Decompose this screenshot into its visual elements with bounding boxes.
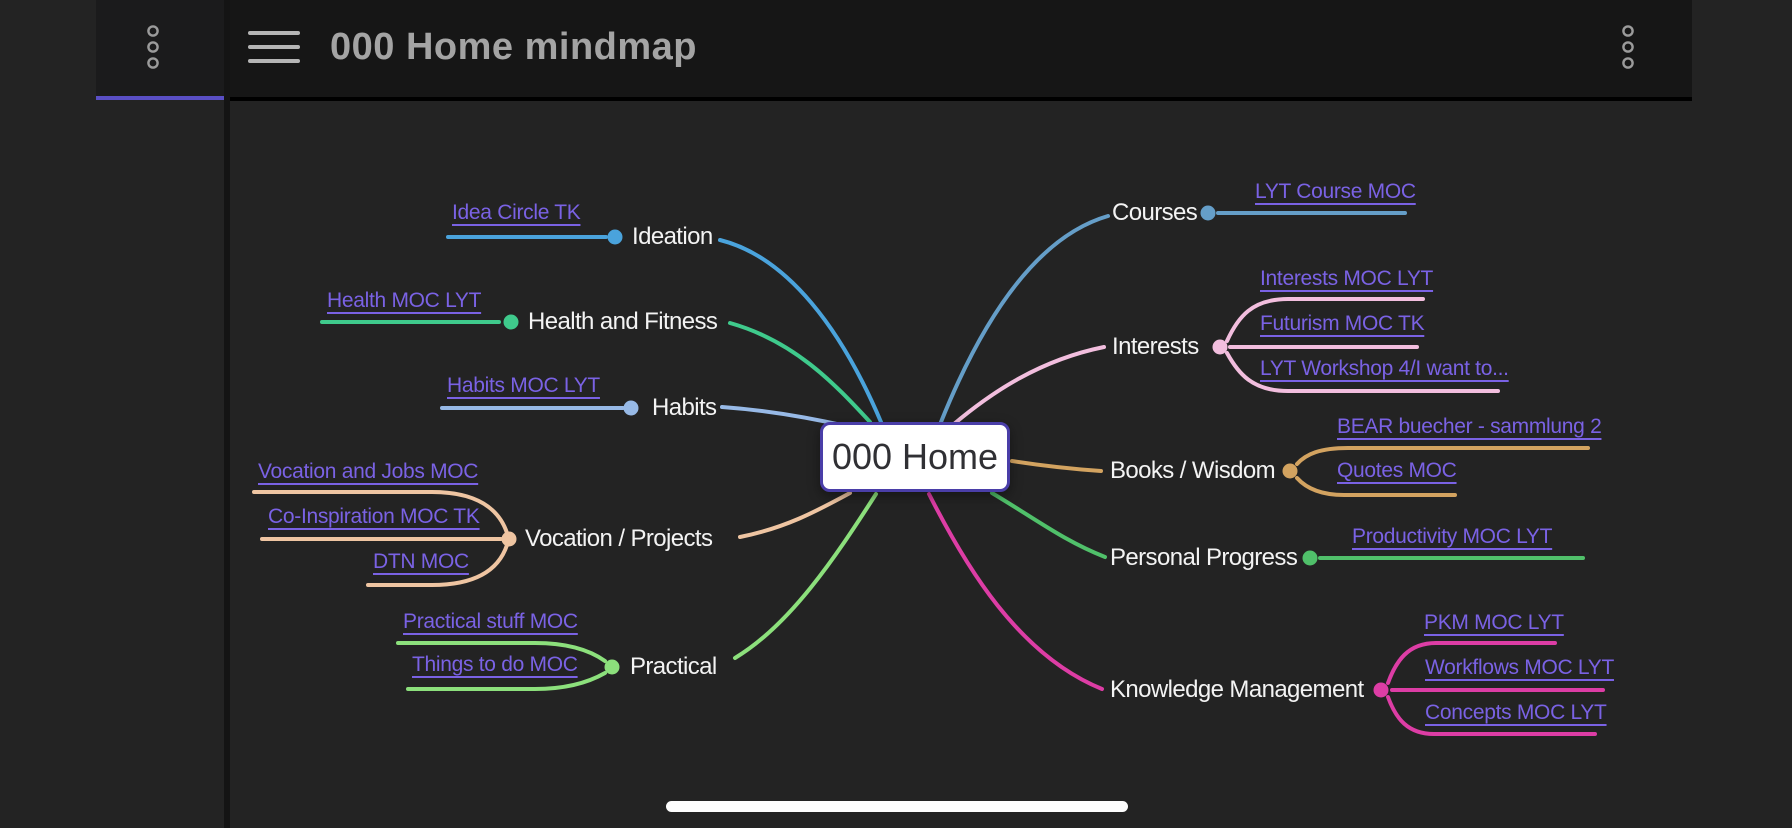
moc-link-pkm-moc[interactable]: PKM MOC LYT — [1424, 611, 1564, 634]
branch-interests-edges — [952, 297, 1500, 426]
moc-link-practical-stuff[interactable]: Practical stuff MOC — [403, 610, 578, 633]
branch-label-interests[interactable]: Interests — [1112, 333, 1199, 360]
branch-courses-edges — [939, 205, 1407, 424]
pane-divider — [224, 0, 230, 828]
moc-link-bear-buecher[interactable]: BEAR buecher - sammlung 2 — [1337, 415, 1602, 438]
moc-link-productivity-moc[interactable]: Productivity MOC LYT — [1352, 525, 1553, 548]
moc-link-vocation-and-jobs[interactable]: Vocation and Jobs MOC — [258, 460, 479, 483]
moc-link-quotes-moc[interactable]: Quotes MOC — [1337, 459, 1457, 482]
header-bar — [230, 0, 1692, 101]
branch-label-books[interactable]: Books / Wisdom — [1110, 457, 1276, 484]
branch-habits-dot[interactable] — [623, 400, 639, 416]
active-tab-indicator — [96, 96, 224, 100]
branch-interests-dot[interactable] — [1212, 339, 1228, 355]
branch-personal-edges — [990, 491, 1585, 566]
branch-books-edges — [1010, 446, 1590, 497]
sidebar-tab[interactable] — [96, 0, 224, 96]
branch-label-ideation[interactable]: Ideation — [632, 223, 713, 250]
moc-link-lyt-course[interactable]: LYT Course MOC — [1255, 180, 1416, 203]
branch-vocation-dot[interactable] — [501, 531, 517, 547]
branch-knowledge-dot[interactable] — [1373, 682, 1389, 698]
page-title: 000 Home mindmap — [330, 26, 697, 68]
moc-link-workflows-moc[interactable]: Workflows MOC LYT — [1425, 656, 1614, 679]
branch-vocation-edges — [252, 490, 852, 587]
branch-label-courses[interactable]: Courses — [1112, 199, 1198, 226]
home-indicator[interactable] — [666, 801, 1128, 812]
branch-health-edges — [320, 314, 872, 424]
moc-link-futurism-moc[interactable]: Futurism MOC TK — [1260, 312, 1425, 335]
branch-practical-edges — [396, 492, 878, 691]
branch-ideation-edges — [446, 229, 883, 424]
moc-link-idea-circle-tk[interactable]: Idea Circle TK — [452, 201, 581, 224]
branch-label-health[interactable]: Health and Fitness — [528, 308, 718, 335]
branch-practical-dot[interactable] — [604, 659, 620, 675]
moc-link-things-to-do[interactable]: Things to do MOC — [412, 653, 578, 676]
root-node[interactable]: 000 Home — [820, 422, 1010, 492]
sidebar-more-options-icon[interactable] — [146, 24, 160, 70]
branch-health-dot[interactable] — [503, 314, 519, 330]
branch-courses-dot[interactable] — [1200, 205, 1216, 221]
branch-label-knowledge[interactable]: Knowledge Management — [1110, 676, 1364, 703]
root-node-label: 000 Home — [831, 436, 999, 477]
branch-label-habits[interactable]: Habits — [652, 394, 717, 421]
moc-link-lyt-workshop[interactable]: LYT Workshop 4/I want to... — [1260, 357, 1509, 380]
moc-link-interests-moc[interactable]: Interests MOC LYT — [1260, 267, 1434, 290]
branch-ideation-dot[interactable] — [607, 229, 623, 245]
moc-link-habits-moc-lyt[interactable]: Habits MOC LYT — [447, 374, 600, 397]
branch-label-personal[interactable]: Personal Progress — [1110, 544, 1298, 571]
branch-label-vocation[interactable]: Vocation / Projects — [525, 525, 713, 552]
moc-link-co-inspiration[interactable]: Co-Inspiration MOC TK — [268, 505, 480, 528]
moc-link-health-moc-lyt[interactable]: Health MOC LYT — [327, 289, 482, 312]
more-menu-icon[interactable] — [1621, 24, 1635, 70]
hamburger-menu-icon[interactable] — [248, 29, 300, 65]
branch-books-dot[interactable] — [1282, 463, 1298, 479]
moc-link-dtn-moc[interactable]: DTN MOC — [373, 550, 469, 573]
branch-knowledge-edges — [927, 492, 1605, 736]
branch-label-practical[interactable]: Practical — [630, 653, 717, 680]
moc-link-concepts-moc[interactable]: Concepts MOC LYT — [1425, 701, 1607, 724]
branch-habits-edges — [440, 400, 848, 428]
branch-personal-dot[interactable] — [1302, 550, 1318, 566]
